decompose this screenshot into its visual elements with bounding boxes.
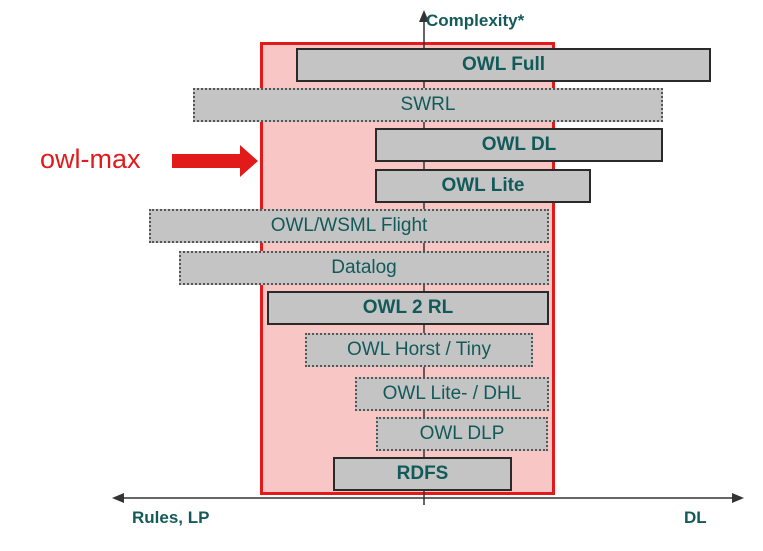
bar-owl-horst-tiny: OWL Horst / Tiny <box>305 333 533 367</box>
bar-rdfs: RDFS <box>333 457 512 491</box>
right-axis-label: DL <box>684 508 707 527</box>
bar-owl-lite-dhl: OWL Lite- / DHL <box>355 377 549 411</box>
owl-max-arrow-icon <box>172 145 258 177</box>
bar-swrl: SWRL <box>193 88 663 122</box>
horizontal-axis-right-arrowhead <box>732 493 744 503</box>
bar-owl-dlp: OWL DLP <box>376 417 548 451</box>
bar-owl-dl: OWL DL <box>375 128 663 162</box>
horizontal-axis-left-arrowhead <box>112 493 124 503</box>
vertical-axis-label: Complexity* <box>426 11 525 30</box>
bar-owl-full: OWL Full <box>296 48 711 82</box>
vertical-axis-arrowhead <box>419 10 429 22</box>
bar-owl-2-rl: OWL 2 RL <box>267 291 549 325</box>
bar-datalog: Datalog <box>179 251 549 285</box>
bar-owl-wsml-flight: OWL/WSML Flight <box>149 209 549 243</box>
left-axis-label: Rules, LP <box>132 508 210 527</box>
bar-owl-lite: OWL Lite <box>375 169 591 203</box>
owl-max-label: owl-max <box>40 144 141 174</box>
